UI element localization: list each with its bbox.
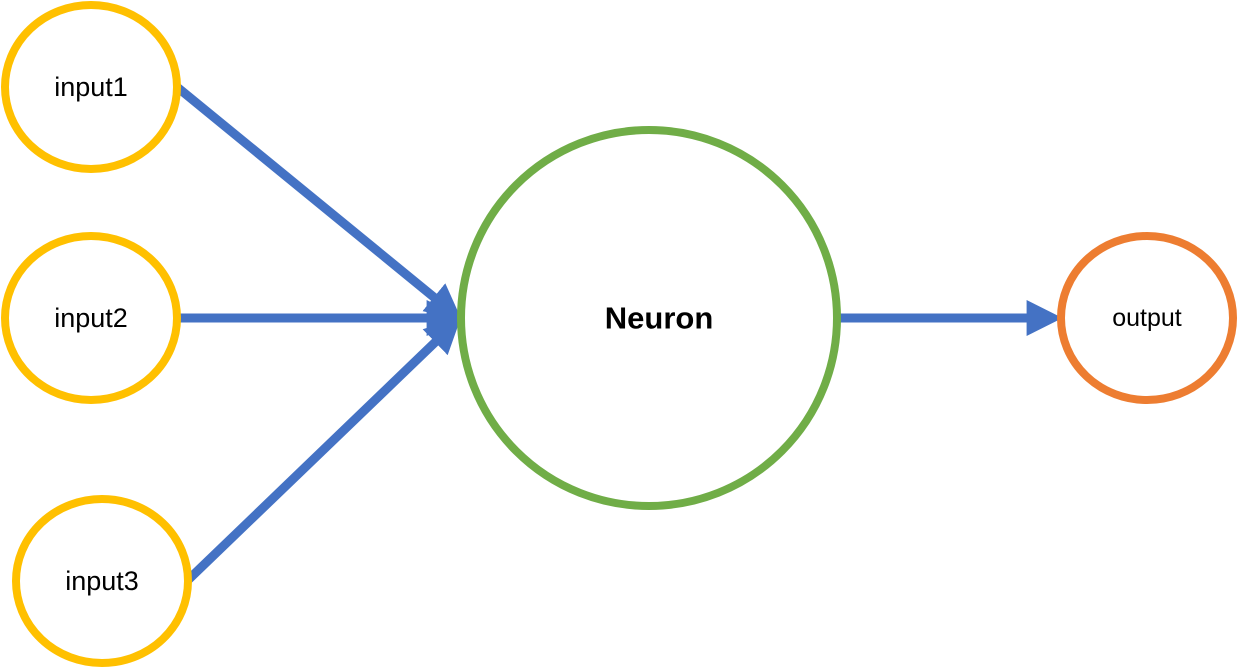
input1-circle <box>1 1 181 173</box>
neuron-label: Neuron <box>605 301 714 336</box>
arrow-input1-to-neuron <box>174 83 462 320</box>
input1-node: input1 <box>1 1 181 173</box>
output-circle <box>1057 232 1237 404</box>
output-node: output <box>1057 232 1237 404</box>
neuron-circle <box>457 126 841 510</box>
input2-circle <box>1 232 181 404</box>
output-label: output <box>1112 304 1182 332</box>
input2-label: input2 <box>54 303 128 333</box>
input3-circle <box>12 495 192 667</box>
neuron-node: Neuron <box>457 126 841 510</box>
input2-node: input2 <box>1 232 181 404</box>
arrow-input3-to-neuron <box>183 317 462 585</box>
input3-node: input3 <box>12 495 192 667</box>
input1-label: input1 <box>54 72 128 102</box>
input3-label: input3 <box>65 566 139 596</box>
